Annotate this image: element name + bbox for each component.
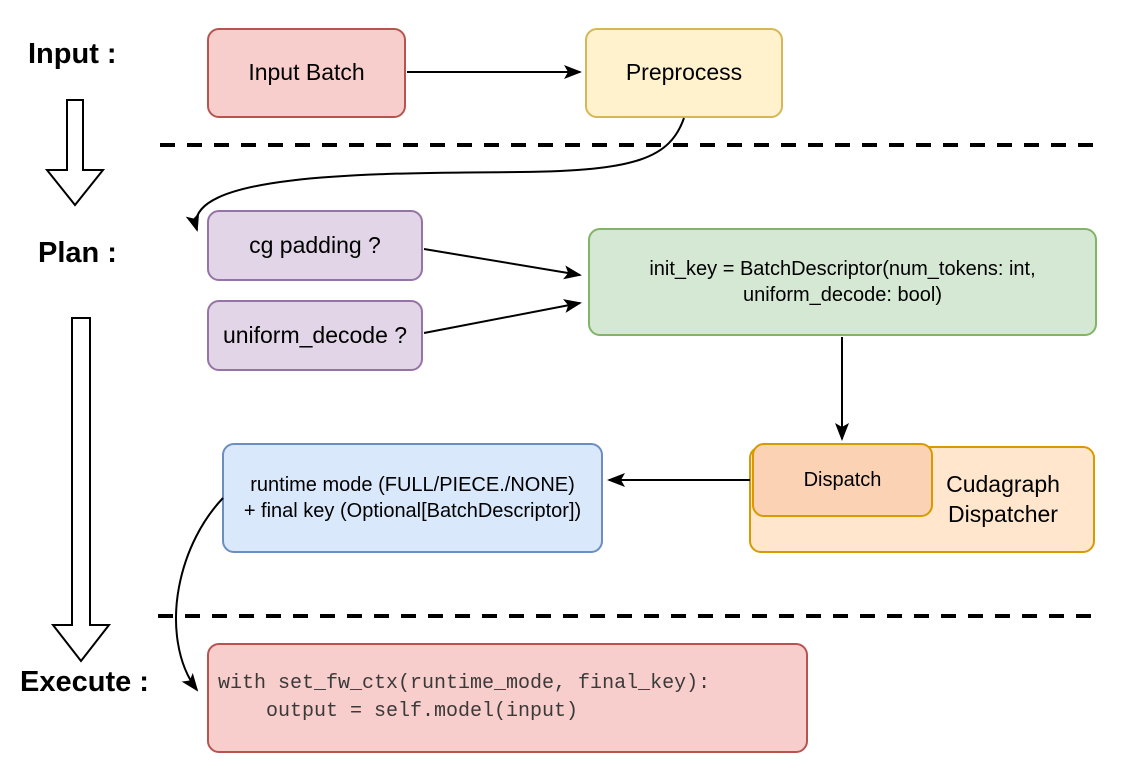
dispatch-node: Dispatch: [752, 443, 933, 517]
preprocess-node: Preprocess: [585, 28, 783, 118]
plan-stage-label: Plan :: [38, 237, 117, 269]
input-stage-label: Input :: [28, 38, 117, 70]
init-key-node: init_key = BatchDescriptor(num_tokens: i…: [588, 228, 1097, 336]
hollow-arrow-plan-to-execute: [50, 317, 112, 663]
cudagraph-dispatcher-label: Cudagraph Dispatcher: [946, 470, 1060, 527]
input-batch-node: Input Batch: [207, 28, 406, 118]
arrow-cgpadding-to-initkey: [423, 248, 582, 280]
hollow-arrow-input-to-plan: [44, 99, 106, 207]
cg-padding-node: cg padding ?: [207, 210, 423, 281]
uniform-decode-node: uniform_decode ?: [207, 300, 423, 371]
runtime-mode-node: runtime mode (FULL/PIECE./NONE) + final …: [222, 443, 603, 553]
execute-code-node: with set_fw_ctx(runtime_mode, final_key)…: [207, 643, 808, 753]
arrow-uniformdecode-to-initkey: [423, 299, 582, 334]
execute-stage-label: Execute :: [20, 666, 149, 698]
